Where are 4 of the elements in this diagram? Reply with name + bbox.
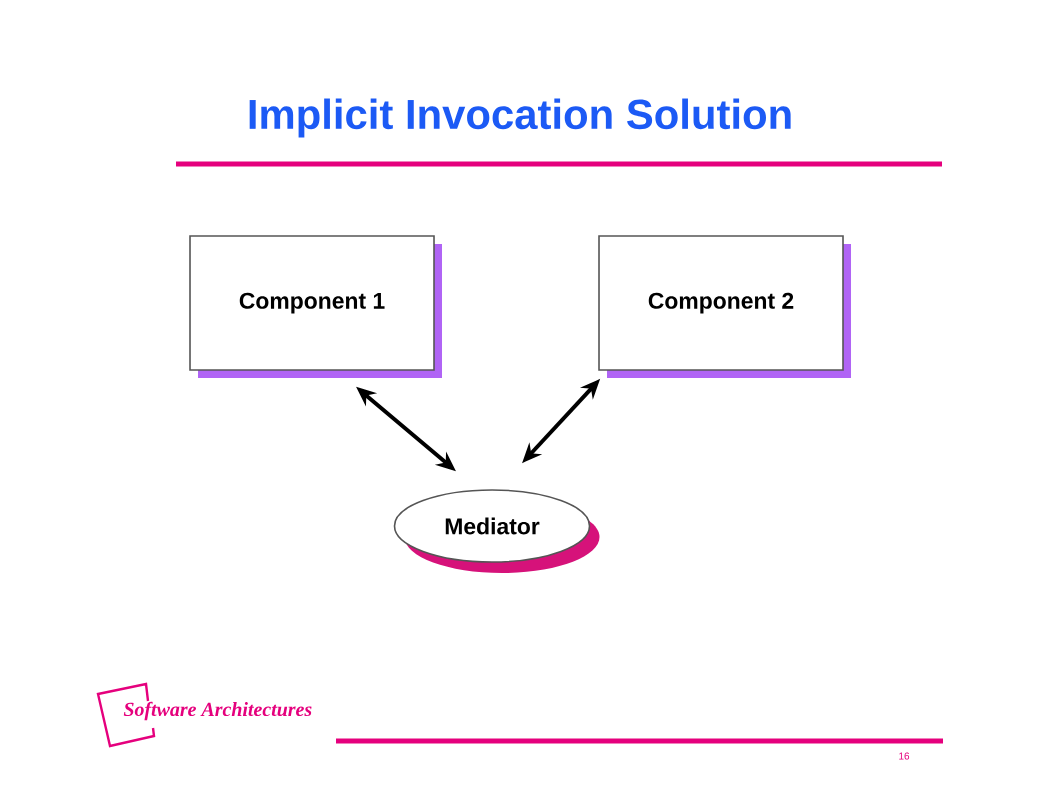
footer-text: Software Architectures	[123, 701, 312, 721]
component-box: Component 1	[189, 235, 442, 378]
component-box: Component 2	[598, 235, 851, 378]
slide-title: Implicit Invocation Solution	[249, 98, 791, 138]
